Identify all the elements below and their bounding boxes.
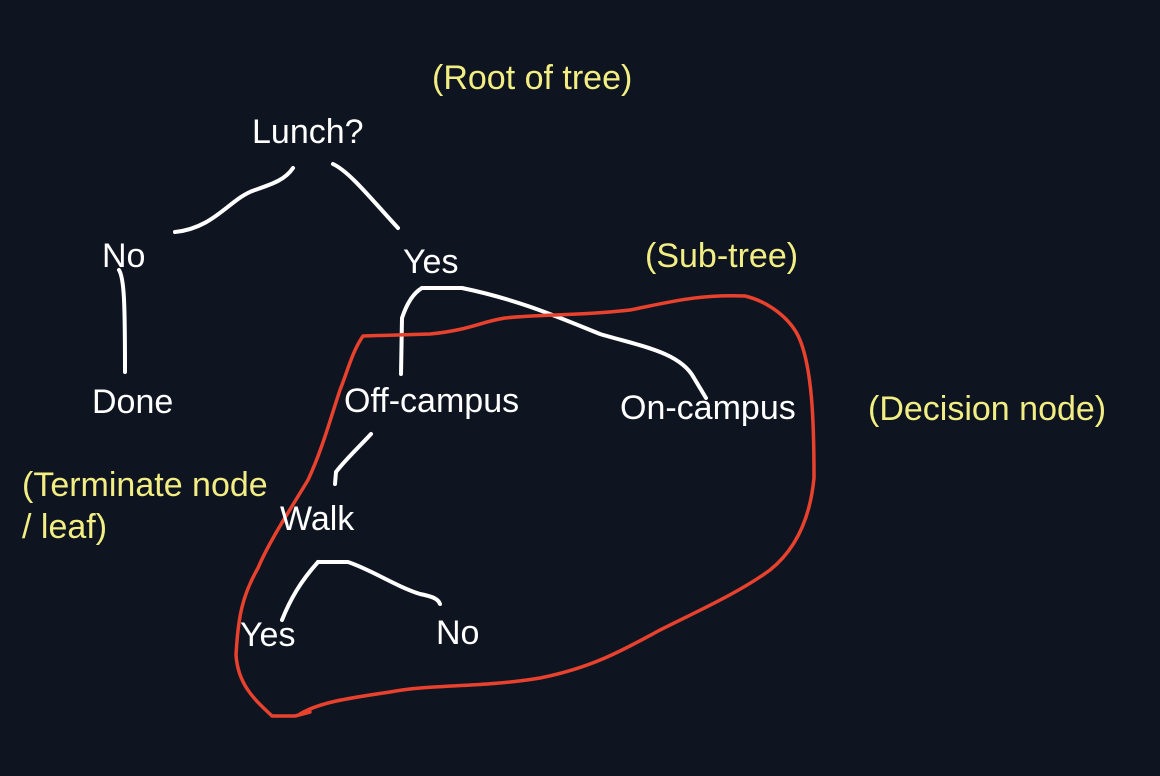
node-done: Done — [92, 383, 174, 421]
node-yes: Yes — [403, 243, 459, 281]
edge-lunch-yes — [331, 162, 400, 230]
annotation-leaf-line2: / leaf) — [22, 508, 108, 546]
annotation-leaf-line1: (Terminate node — [22, 466, 268, 504]
node-off-campus: Off-campus — [344, 382, 520, 420]
node-walk: Walk — [280, 500, 355, 538]
annotation-subtree: (Sub-tree) — [645, 237, 799, 275]
node-on-campus: On-campus — [620, 389, 796, 427]
node-no: No — [102, 237, 146, 275]
edge-no-done — [117, 268, 127, 374]
edge-lunch-no — [173, 166, 295, 234]
edge-offcampus-walk — [333, 432, 373, 486]
edge-yes-offcampus — [399, 286, 424, 376]
annotation-root: (Root of tree) — [432, 59, 633, 97]
annotation-decision-node: (Decision node) — [868, 390, 1107, 428]
subtree-outline — [234, 293, 816, 718]
edge-yes-oncampus — [420, 286, 708, 400]
edge-walk-no — [316, 560, 442, 606]
node-walk-yes: Yes — [240, 616, 296, 654]
node-root-lunch: Lunch? — [252, 113, 364, 151]
edge-walk-yes — [280, 560, 320, 622]
node-walk-no: No — [436, 614, 480, 652]
